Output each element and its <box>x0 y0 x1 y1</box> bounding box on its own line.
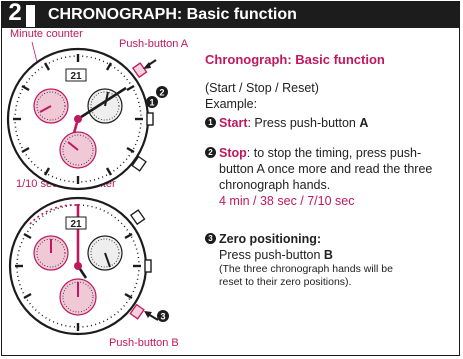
step1-item: 1 Start: Press push-button A <box>205 115 457 131</box>
section-title: Chronograph: Basic function <box>205 52 385 67</box>
step-number: 2 <box>4 2 26 27</box>
step3-note: (The three chronograph hands will be res… <box>219 263 457 289</box>
date-window-top <box>65 68 87 82</box>
step1-key: Start <box>219 116 248 130</box>
center-pin-bottom <box>74 262 82 270</box>
step2-bullet: 2 <box>205 147 216 158</box>
arrow-head-push-b <box>144 311 152 318</box>
tenth-counter-hand <box>67 141 79 151</box>
arrow-head-push-a <box>143 62 151 69</box>
push-button-a-label: Push-button A <box>119 38 189 50</box>
push-button-a-bottom <box>129 209 146 226</box>
date-window-bottom <box>65 216 87 230</box>
push-button-b <box>129 303 145 320</box>
seconds-counter-ticks <box>90 91 120 121</box>
step3-bullet: 3 <box>205 233 216 244</box>
chrono-second-hand <box>77 86 127 121</box>
header-bar: 2 CHRONOGRAPH: Basic function <box>2 2 459 28</box>
step3-item: 3 Zero positioning: Press push-button B … <box>205 231 457 289</box>
hour-markers-top <box>13 54 143 184</box>
watch-dial-top: 21 1 2 <box>6 41 168 191</box>
step3-note-line-2: reset to their zero positions). <box>219 276 352 288</box>
push-button-b-label: Push-button B <box>109 337 179 349</box>
crown-top <box>146 112 154 126</box>
step3-key: Zero positioning: <box>219 232 322 246</box>
minute-counter-hand <box>39 105 52 113</box>
step2-line-2: button A once more and read the three <box>219 162 433 176</box>
seconds-counter-hand <box>104 91 109 107</box>
step3-note-line-1: (The three chronograph hands will be <box>219 263 393 275</box>
step1-text: : Press push-button <box>247 116 360 130</box>
push-button-a <box>131 62 148 79</box>
minute-counter-ticks <box>36 91 66 121</box>
page-title: CHRONOGRAPH: Basic function <box>48 6 297 23</box>
section-subtitle: (Start / Stop / Reset) <box>205 81 319 95</box>
minute-counter-label: Minute counter <box>10 28 83 40</box>
step2-key: Stop <box>219 146 247 160</box>
step1-button: A <box>359 116 369 130</box>
date-text-top: 21 <box>70 71 82 82</box>
step1-marker-icon <box>146 96 158 108</box>
example-label: Example: <box>205 97 258 111</box>
seconds-counter-ticks-bottom <box>90 238 120 268</box>
step2-line-1: : to stop the timing, press push- <box>246 146 422 160</box>
step3-button: B <box>323 248 333 262</box>
step1-marker-num: 1 <box>149 98 154 108</box>
step3-line: Press push-button <box>219 248 324 262</box>
step2-line-3: chronograph hands. <box>219 178 331 192</box>
date-text-bottom: 21 <box>70 219 82 230</box>
step3-marker-num: 3 <box>160 312 165 322</box>
watch-dial-bottom: 21 3 <box>8 196 169 336</box>
instructions-text: Chronograph: Basic function (Start / Sto… <box>205 52 457 289</box>
push-button-b-top <box>131 155 147 172</box>
hour-markers-bottom <box>15 232 141 331</box>
minute-counter-ticks-bottom <box>36 238 66 268</box>
step2-reading: 4 min / 38 sec / 7/10 sec <box>219 194 355 208</box>
crown-bottom <box>144 259 152 273</box>
step2-marker-icon <box>156 86 168 98</box>
step1-bullet: 1 <box>205 117 216 128</box>
step3-marker-icon <box>157 310 169 322</box>
seconds-counter-hand-bottom <box>104 252 111 268</box>
reset-arc <box>29 204 79 225</box>
step2-marker-num: 2 <box>159 88 164 98</box>
center-pin <box>74 115 82 123</box>
tenth-counter-ticks <box>62 134 94 166</box>
step2-item: 2 Stop: to stop the timing, press push- … <box>205 145 457 209</box>
